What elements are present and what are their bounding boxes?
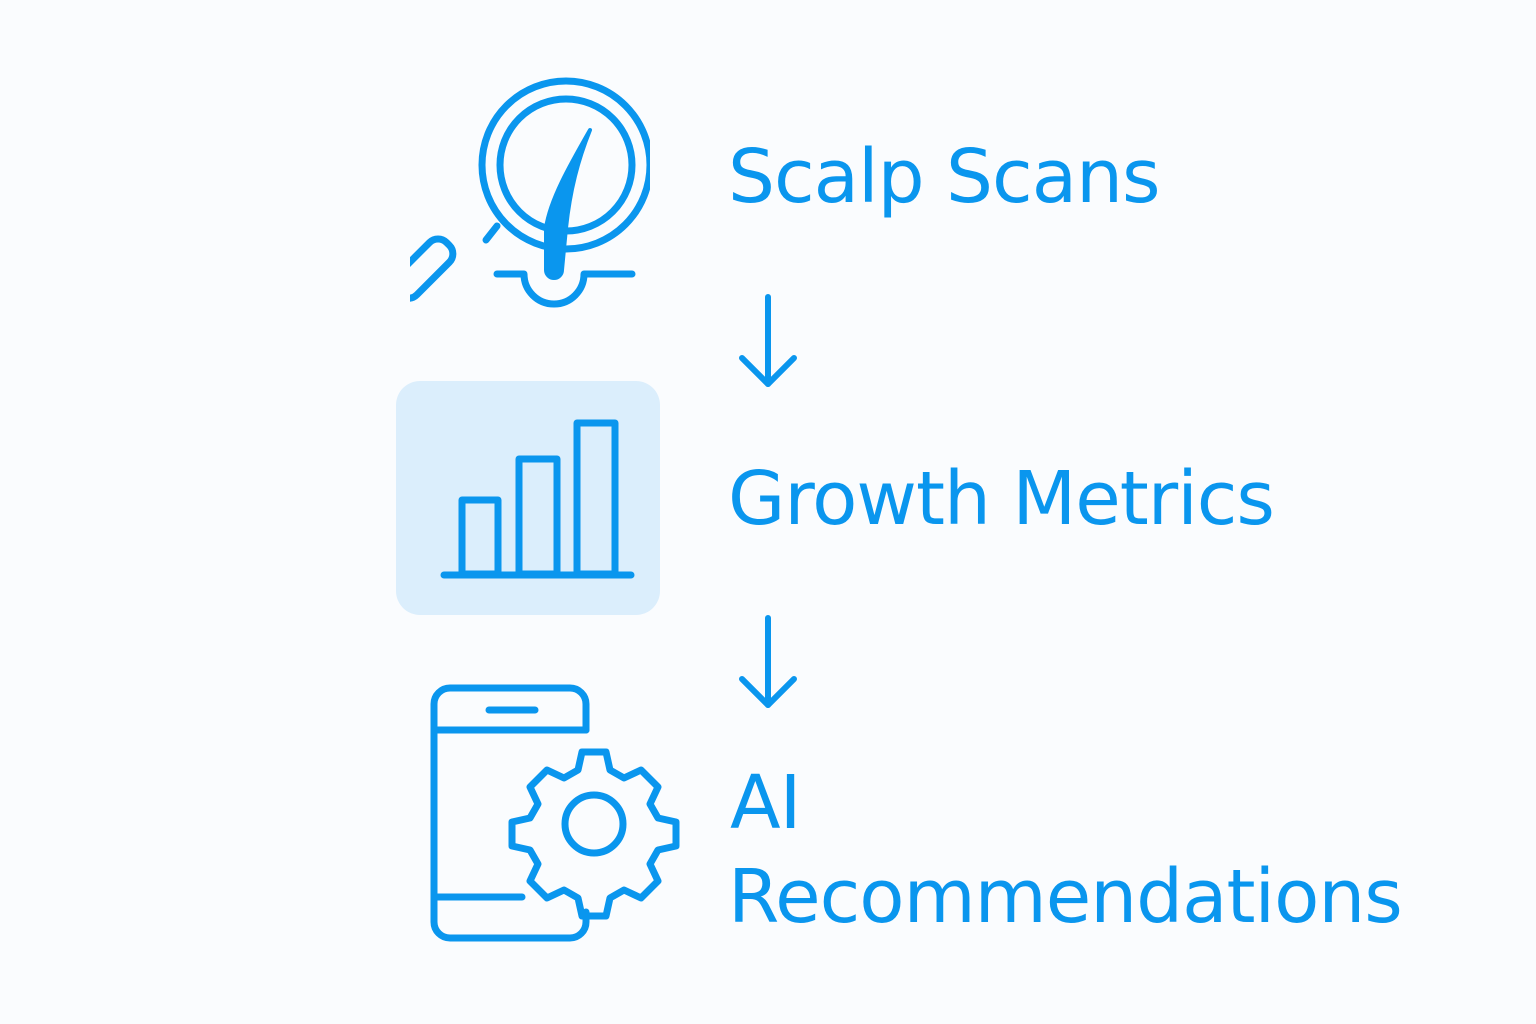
step-label-growth-metrics: Growth Metrics [728,456,1275,542]
magnifier-hair-follicle-icon [410,77,650,308]
step-label-scalp-scans: Scalp Scans [728,134,1161,220]
step-label-ai: AI [730,760,801,846]
phone-gear-icon [430,684,680,942]
arrow-down-icon [739,294,797,387]
arrow-down-icon [739,615,797,708]
bar-chart-icon [440,419,635,579]
step-label-recommendations: Recommendations [728,854,1403,940]
